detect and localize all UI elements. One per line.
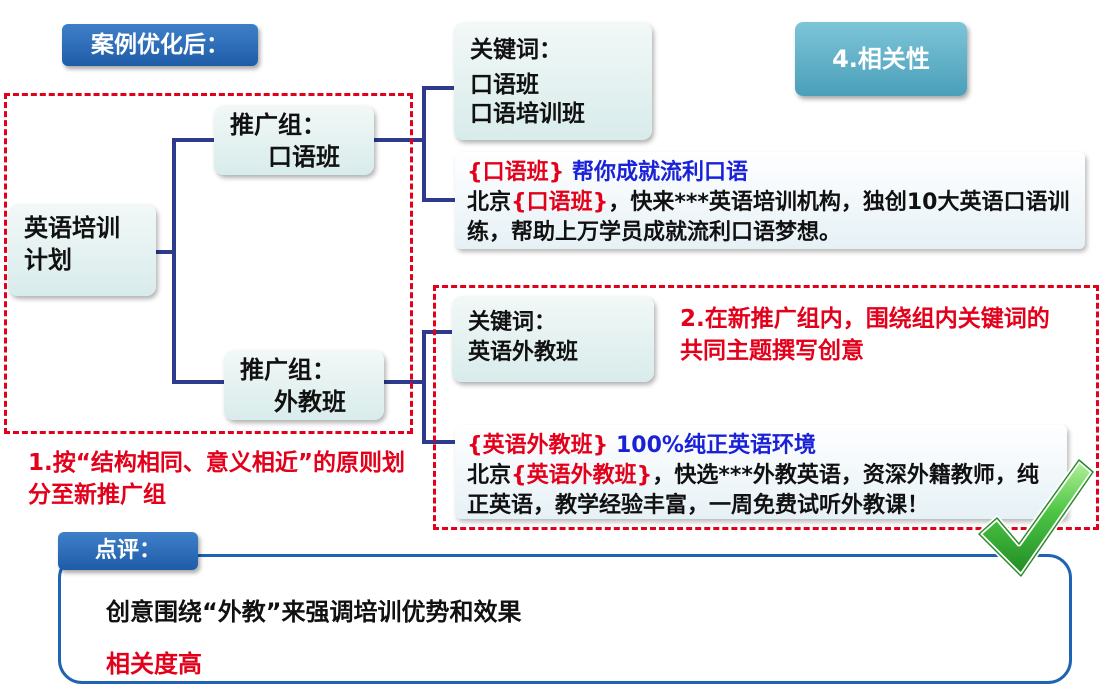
check-mark-icon (976, 457, 1096, 579)
page-title: 案例优化后： (62, 24, 258, 66)
note-creative: 2.在新推广组内，围绕组内关键词的共同主题撰写创意 (680, 306, 1050, 364)
review-conclusion: 相关度高 (106, 650, 202, 678)
keyword-item: 英语外教班 (468, 340, 579, 365)
ad-group-name: 外教班 (274, 388, 346, 416)
ad-group-name: 口语班 (268, 143, 340, 171)
root-line2: 计划 (24, 246, 72, 274)
connector-group2-kw-ad (384, 330, 455, 444)
ad-title: {口语班} 帮你成就流利口语 (467, 158, 1073, 188)
ad-title-wildcard: {英语外教班} (467, 433, 609, 458)
ad-body-wildcard: {英语外教班} (511, 463, 653, 488)
review-label: 点评： (58, 532, 198, 570)
ad-body-wildcard: {口语班} (511, 190, 609, 215)
keywords-label: 关键词： (468, 310, 557, 335)
root-node: 英语培训 计划 (8, 204, 156, 296)
ad-title-text: 100%纯正英语环境 (608, 433, 816, 458)
ad-body-text: ，快选***外教英语，资深外籍教师，纯正英语，教学经验丰富，一周免费试听外教课！ (467, 463, 1039, 518)
keyword-item: 口语班 (470, 72, 539, 98)
regrouping-highlight-box (4, 93, 413, 434)
keywords-node-foreign-teacher: 关键词： 英语外教班 (452, 296, 654, 382)
keyword-item: 口语培训班 (470, 101, 585, 127)
review-comment: 创意围绕“外教”来强调培训优势和效果 (106, 598, 522, 626)
ad-body-text: ，快来***英语培训机构，独创10大英语口语训练，帮助上万学员成就流利口语梦想。 (467, 190, 1070, 245)
ad-creative-foreign-teacher: {英语外教班} 100%纯正英语环境 北京{英语外教班}，快选***外教英语，资… (455, 425, 1067, 519)
ad-group-node-foreign-teacher: 推广组： 外教班 (224, 350, 384, 420)
note-regrouping: 1.按“结构相同、意义相近”的原则划分至新推广组 (28, 450, 405, 508)
ad-body: 北京{口语班}，快来***英语培训机构，独创10大英语口语训练，帮助上万学员成就… (467, 188, 1073, 248)
ad-title-wildcard: {口语班} (467, 160, 565, 185)
ad-group-prefix: 推广组： (230, 111, 326, 139)
ad-body-prefix: 北京 (467, 463, 512, 488)
ad-title-text: 帮你成就流利口语 (564, 160, 748, 185)
creative-highlight-box (433, 285, 1099, 530)
ad-body-prefix: 北京 (467, 190, 512, 215)
root-line1: 英语培训 (24, 214, 120, 242)
ad-group-prefix: 推广组： (240, 356, 336, 384)
review-panel (58, 554, 1072, 684)
ad-creative-oral: {口语班} 帮你成就流利口语 北京{口语班}，快来***英语培训机构，独创10大… (455, 152, 1085, 249)
connector-root-groups (156, 138, 224, 384)
keywords-label: 关键词： (470, 37, 562, 63)
connector-group1-kw-ad (374, 86, 455, 202)
ad-title: {英语外教班} 100%纯正英语环境 (467, 431, 1055, 461)
keywords-node-oral: 关键词： 口语班 口语培训班 (454, 22, 652, 140)
section-tag: 4.相关性 (795, 22, 967, 96)
ad-group-node-oral: 推广组： 口语班 (214, 105, 374, 175)
ad-body: 北京{英语外教班}，快选***外教英语，资深外籍教师，纯正英语，教学经验丰富，一… (467, 461, 1055, 521)
